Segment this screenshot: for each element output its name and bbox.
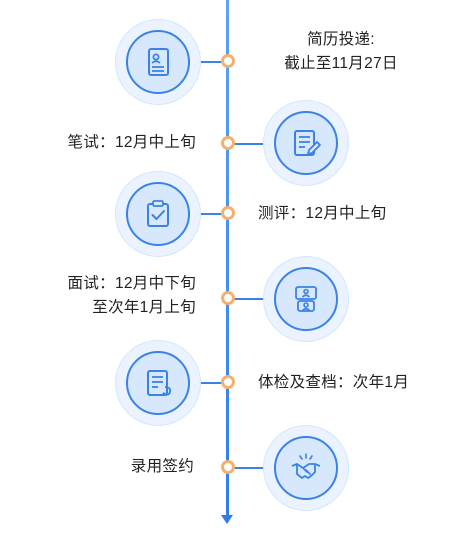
medical-report-icon bbox=[147, 370, 172, 396]
timeline-dot-interview bbox=[221, 291, 235, 305]
step-label-medical: 体检及查档：次年1月 bbox=[258, 374, 410, 391]
step-label-interview-line2: 至次年1月上旬 bbox=[92, 299, 196, 316]
exam-edit-icon bbox=[294, 130, 321, 156]
step-icon-sign bbox=[264, 426, 348, 510]
step-label-assess: 测评：12月中上旬 bbox=[258, 205, 387, 222]
step-label-written: 笔试：12月中上旬 bbox=[67, 134, 196, 151]
handshake-icon bbox=[291, 453, 321, 479]
clipboard-check-icon bbox=[147, 200, 169, 227]
timeline-dot-written bbox=[221, 136, 235, 150]
timeline-axis bbox=[226, 0, 229, 518]
timeline-arrow-down bbox=[221, 515, 233, 524]
connector-interview bbox=[228, 298, 268, 300]
resume-doc-icon bbox=[148, 48, 169, 76]
step-icon-assess bbox=[116, 172, 200, 256]
connector-assess bbox=[200, 213, 228, 215]
step-icon-resume bbox=[116, 20, 200, 104]
step-label-interview-line1: 面试：12月中下旬 bbox=[67, 275, 196, 292]
step-label-resume-line1: 简历投递: bbox=[307, 31, 375, 48]
connector-written bbox=[228, 143, 268, 145]
step-label-resume-line2: 截止至11月27日 bbox=[284, 55, 398, 72]
step-icon-interview bbox=[264, 257, 348, 341]
connector-sign bbox=[228, 467, 268, 469]
timeline-dot-sign bbox=[221, 460, 235, 474]
step-icon-medical bbox=[116, 341, 200, 425]
connector-resume bbox=[200, 61, 228, 63]
timeline-dot-assess bbox=[221, 206, 235, 220]
timeline-dot-resume bbox=[221, 54, 235, 68]
connector-medical bbox=[200, 382, 228, 384]
step-label-resume: 简历投递: 截止至11月27日 bbox=[256, 28, 426, 76]
step-label-interview: 面试：12月中下旬 至次年1月上旬 bbox=[14, 272, 196, 320]
timeline-dot-medical bbox=[221, 375, 235, 389]
step-label-sign: 录用签约 bbox=[130, 458, 194, 475]
step-icon-written bbox=[264, 101, 348, 185]
video-interview-icon bbox=[295, 286, 317, 312]
